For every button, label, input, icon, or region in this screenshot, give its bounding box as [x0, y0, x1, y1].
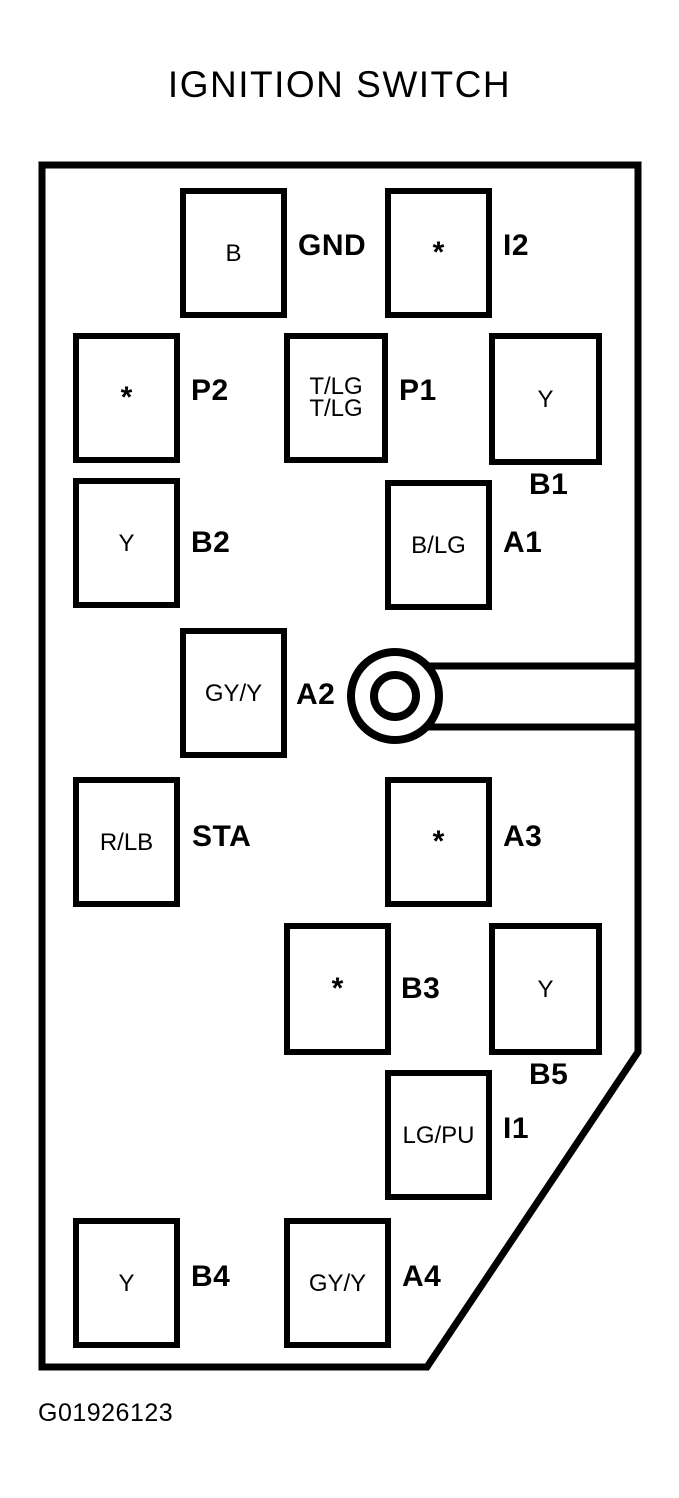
pin-label-gnd: GND	[298, 229, 367, 262]
pin-wire-color-b1: Y	[537, 385, 554, 413]
pin-label-a2: A2	[296, 678, 336, 711]
pin-cavity-i2[interactable]: *	[385, 188, 492, 318]
pin-cavity-a3[interactable]: *	[385, 777, 492, 907]
pin-cavity-b2[interactable]: Y	[73, 478, 180, 608]
pin-cavity-p1[interactable]: T/LG T/LG	[284, 333, 388, 463]
pin-wire-color-b2: Y	[118, 529, 135, 557]
pin-wire-color-a4: GY/Y	[308, 1269, 367, 1297]
pin-label-sta: STA	[192, 820, 252, 853]
pin-label-i1: I1	[503, 1112, 530, 1145]
pin-cavity-b4[interactable]: Y	[73, 1218, 180, 1348]
pin-cavity-a1[interactable]: B/LG	[385, 480, 492, 610]
pin-label-a1: A1	[503, 526, 543, 559]
pin-cavity-sta[interactable]: R/LB	[73, 777, 180, 907]
pin-label-b3: B3	[401, 972, 441, 1005]
pin-cavity-a2[interactable]: GY/Y	[180, 628, 287, 758]
pin-wire-color-b5: Y	[537, 975, 554, 1003]
pin-wire-color-a2: GY/Y	[204, 679, 263, 707]
pin-label-a4: A4	[402, 1260, 442, 1293]
pin-wire-color-p1: T/LG T/LG	[309, 373, 363, 422]
pin-label-a3: A3	[503, 820, 543, 853]
pin-label-b2: B2	[191, 526, 231, 559]
pin-cavity-b3[interactable]: *	[284, 923, 391, 1055]
pin-cavity-gnd[interactable]: B	[180, 188, 287, 318]
pin-label-b1: B1	[529, 468, 569, 501]
pin-wire-color-gnd: B	[225, 239, 242, 267]
pin-cavity-b1[interactable]: Y	[489, 333, 602, 465]
connector-body-outline	[38, 161, 642, 1371]
pin-wire-color-b4: Y	[118, 1269, 135, 1297]
figure-reference-id: G01926123	[38, 1399, 174, 1427]
pin-cavity-p2[interactable]: *	[73, 333, 180, 463]
locking-tab-inner-hole	[370, 671, 420, 721]
pin-cavity-a4[interactable]: GY/Y	[284, 1218, 391, 1348]
pin-cavity-b5[interactable]: Y	[489, 923, 602, 1055]
pin-wire-color-b3: *	[331, 972, 344, 1005]
pin-wire-color-a3: *	[432, 825, 445, 858]
pin-wire-color-a1: B/LG	[411, 531, 466, 559]
pin-wire-color-p2: *	[120, 381, 133, 414]
pin-wire-color-i1: LG/PU	[402, 1121, 475, 1149]
pin-wire-color-i2: *	[432, 236, 445, 269]
pin-label-p1: P1	[399, 374, 437, 407]
pin-label-b5: B5	[529, 1058, 569, 1091]
pin-label-i2: I2	[503, 229, 530, 262]
page-title: IGNITION SWITCH	[167, 64, 512, 105]
pin-wire-color-sta: R/LB	[99, 828, 154, 856]
pin-cavity-i1[interactable]: LG/PU	[385, 1070, 492, 1200]
pin-label-b4: B4	[191, 1260, 231, 1293]
pin-label-p2: P2	[191, 374, 229, 407]
